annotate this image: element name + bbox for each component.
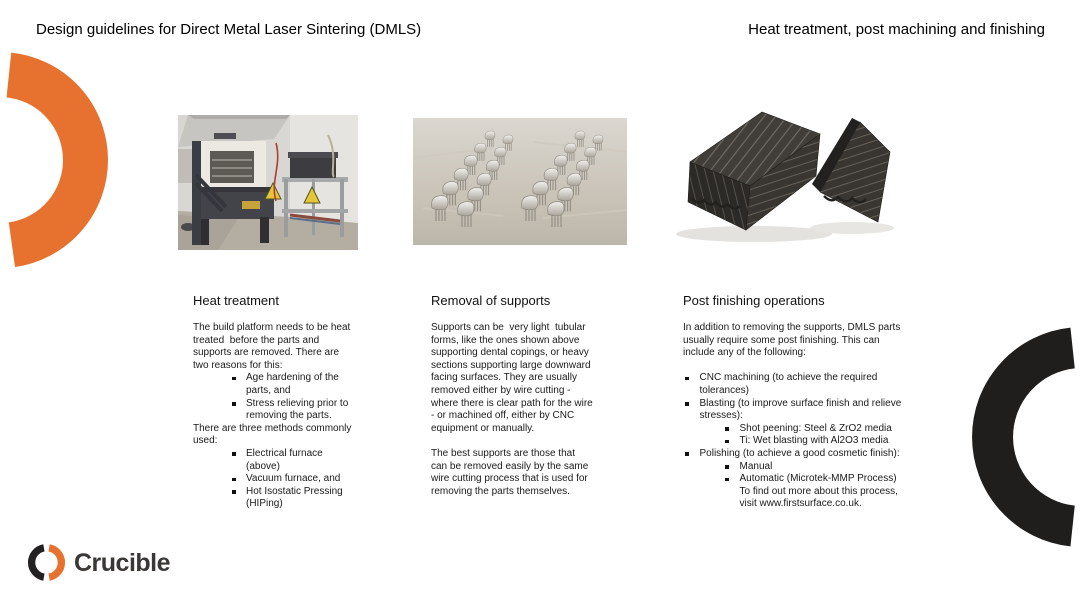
bullet-item: Manual (683, 461, 911, 474)
bullet-item: Vacuum furnace, and (193, 473, 353, 486)
brand-logo: Crucible (27, 543, 171, 582)
orange-ring-decoration (5, 52, 108, 267)
section-heading: Removal of supports (431, 293, 551, 308)
crucible-logo-mark-icon (28, 544, 65, 581)
finished-parts-photo (662, 100, 900, 255)
bullet-item: CNC machining (to achieve the required t… (683, 372, 911, 397)
bullet-square-icon (725, 465, 729, 469)
bullet-square-icon (232, 490, 236, 494)
bullet-square-icon (685, 402, 689, 406)
column-post-finishing: Post finishing operations In addition to… (683, 293, 911, 511)
bullet-item: Polishing (to achieve a good cosmetic fi… (683, 448, 911, 461)
bullet-square-icon (232, 452, 236, 456)
bullet-square-icon (685, 376, 689, 381)
supports-photo (413, 118, 627, 245)
finished-parts-photo-art (662, 100, 900, 255)
bullet-square-icon (725, 439, 729, 444)
bullet-square-icon (685, 452, 689, 456)
section-heading: Post finishing operations (683, 293, 825, 308)
black-ring-decoration (972, 327, 1076, 547)
slide-title: Design guidelines for Direct Metal Laser… (36, 21, 422, 38)
bullet-item: Age hardening of the parts, and (193, 372, 353, 397)
bullet-item: Ti: Wet blasting with Al2O3 media (683, 435, 911, 448)
bullet-item: Stress relieving prior to removing the p… (193, 398, 353, 423)
paragraph: The build platform needs to be heat trea… (193, 322, 354, 371)
supports-photo-art (413, 118, 627, 245)
section-heading: Heat treatment (193, 293, 279, 308)
paragraph: There are three methods commonly used: (193, 422, 355, 447)
bullet-item: Shot peening: Steel & ZrO2 media (683, 423, 911, 436)
column-heat-treatment: Heat treatment The build platform needs … (193, 293, 353, 511)
bullet-square-icon (725, 427, 729, 431)
column-removal-of-supports: Removal of supports Supports can be very… (431, 293, 593, 498)
paragraph: The best supports are those that can be … (431, 447, 592, 497)
bullet-item: Automatic (Microtek-MMP Process) To find… (683, 473, 911, 511)
bullet-item: Hot Isostatic Pressing (HIPing) (193, 486, 353, 511)
bullet-square-icon (232, 477, 236, 482)
slide-subtitle: Heat treatment, post machining and finis… (748, 21, 1045, 38)
paragraph: Supports can be very light tubular forms… (431, 322, 596, 434)
paragraph: In addition to removing the supports, DM… (683, 322, 904, 359)
bullet-item: Blasting (to improve surface finish and … (683, 398, 911, 423)
furnace-photo (178, 115, 358, 250)
bullet-square-icon (725, 477, 729, 482)
brand-wordmark: Crucible (74, 549, 171, 577)
furnace-photo-art (178, 115, 358, 250)
bullet-square-icon (232, 402, 236, 406)
bullet-square-icon (232, 376, 236, 381)
bullet-item: Electrical furnace (above) (193, 448, 353, 473)
